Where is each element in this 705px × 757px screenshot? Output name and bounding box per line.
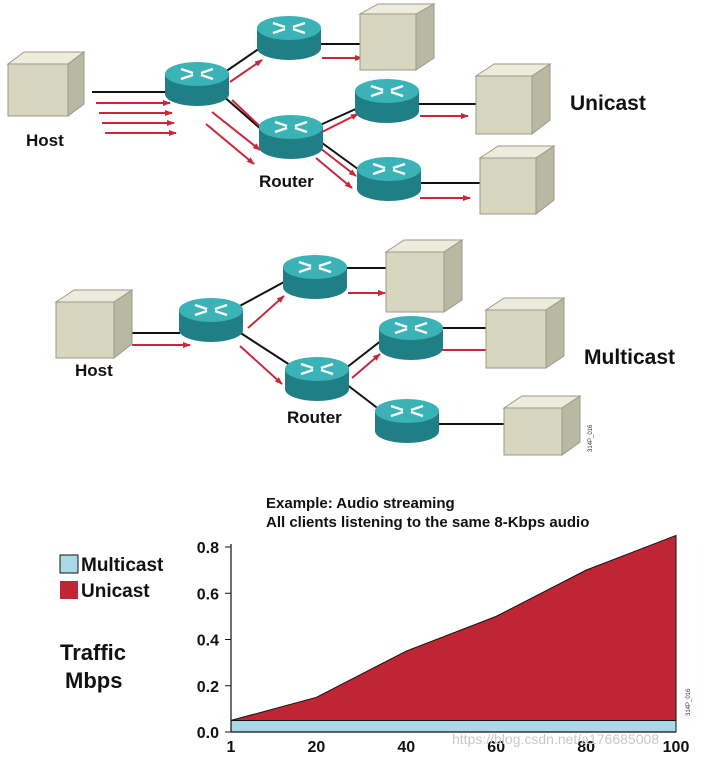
- unicast-diagram: Host Router Unicast: [6, 3, 646, 216]
- multicast-receiver-1: [384, 239, 464, 313]
- unicast-router-1: [165, 62, 229, 106]
- unicast-router-5: [357, 157, 421, 201]
- chart-figure-code: 314P_016: [686, 688, 692, 716]
- unicast-router-2: [257, 16, 321, 60]
- y-tick-label: 0.4: [197, 633, 219, 650]
- y-axis-label-line1: Traffic: [60, 640, 126, 665]
- legend-swatch-unicast: [60, 581, 78, 599]
- multicast-router-4: [379, 316, 443, 360]
- unicast-receiver-1: [358, 3, 436, 71]
- multicast-router-3: [285, 357, 349, 401]
- traffic-chart: Example: Audio streaming All clients lis…: [59, 495, 692, 756]
- x-tick-label: 80: [577, 739, 595, 756]
- series-area-unicast: [230, 534, 677, 733]
- legend-swatch-multicast: [59, 554, 79, 574]
- chart-legend: Multicast Unicast: [59, 554, 164, 602]
- legend-label-multicast: Multicast: [81, 555, 164, 576]
- x-tick-label: 40: [397, 739, 415, 756]
- multicast-diagram: Host Router Multicast 314P_016: [54, 239, 675, 456]
- y-axis-label-line2: Mbps: [65, 668, 122, 693]
- x-tick-label: 100: [663, 739, 690, 756]
- legend-label-unicast: Unicast: [81, 581, 150, 602]
- unicast-router-4: [355, 79, 419, 123]
- unicast-host-label: Host: [26, 131, 64, 150]
- unicast-links: [92, 43, 480, 184]
- multicast-title: Multicast: [584, 346, 675, 369]
- unicast-receiver-3: [478, 145, 556, 216]
- unicast-title: Unicast: [570, 92, 646, 115]
- multicast-router-2: [283, 255, 347, 299]
- multicast-router-5: [375, 399, 439, 443]
- x-tick-label: 20: [308, 739, 326, 756]
- multicast-host-label: Host: [75, 361, 113, 380]
- unicast-host-computer: [6, 51, 86, 117]
- multicast-router-1: [179, 298, 243, 342]
- multicast-host-computer: [54, 289, 134, 360]
- multicast-figure-code: 314P_016: [588, 424, 594, 452]
- y-tick-label: 0.2: [197, 679, 219, 696]
- watermark: https://blog.csdn.net/a176685008: [452, 731, 659, 747]
- unicast-router-label: Router: [259, 172, 314, 191]
- y-tick-label: 0.8: [197, 540, 219, 557]
- multicast-receiver-3: [502, 395, 582, 456]
- x-tick-label: 1: [227, 739, 236, 756]
- unicast-router-3: [259, 115, 323, 159]
- multicast-receiver-2: [484, 297, 566, 369]
- y-tick-label: 0.0: [197, 725, 219, 742]
- unicast-receiver-2: [474, 63, 552, 136]
- y-tick-label: 0.6: [197, 586, 219, 603]
- multicast-links: [130, 267, 504, 425]
- x-tick-label: 60: [487, 739, 505, 756]
- chart-subtitle: All clients listening to the same 8-Kbps…: [266, 514, 589, 531]
- chart-title: Example: Audio streaming: [266, 495, 455, 512]
- multicast-router-label: Router: [287, 408, 342, 427]
- series-area-multicast: [230, 719, 677, 733]
